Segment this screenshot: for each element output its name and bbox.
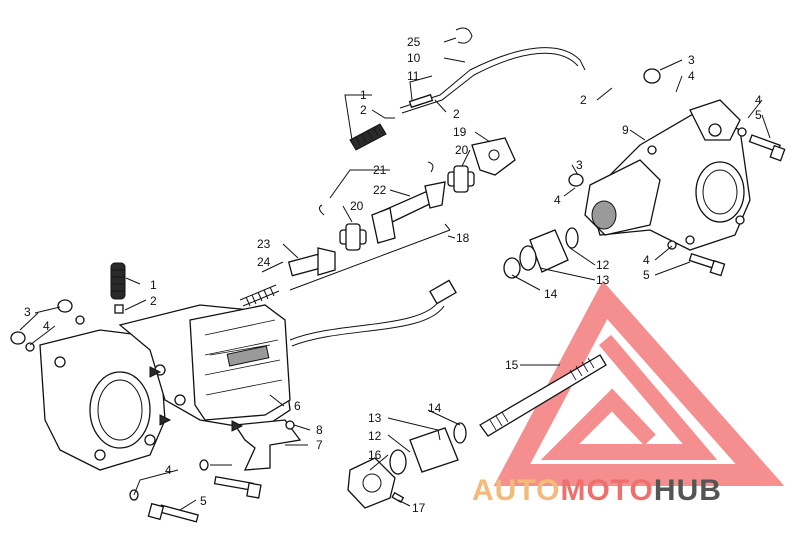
callout-18: 18 <box>456 231 470 245</box>
callout-12-left: 12 <box>368 429 382 443</box>
callout-17: 17 <box>412 501 426 515</box>
callout-4-right-bottom: 4 <box>643 253 650 267</box>
callout-4-left-bottom: 4 <box>165 463 172 477</box>
breather-hose-left <box>110 262 126 314</box>
callout-labels: 1 2 3 4 4 5 6 7 8 1 2 2 2 11 10 25 19 20… <box>24 35 762 515</box>
rear-gearcase-assembly <box>584 99 751 251</box>
callout-14-right: 14 <box>544 287 558 301</box>
callout-16: 16 <box>368 448 382 462</box>
universal-joint-20 <box>339 165 475 251</box>
callout-12-right: 12 <box>596 258 610 272</box>
callout-3-right-mid: 3 <box>576 158 583 172</box>
callout-19: 19 <box>453 125 467 139</box>
snap-rings-21 <box>318 161 434 216</box>
watermark-text: AUTOMOTOHUB <box>472 474 722 507</box>
callout-8: 8 <box>316 423 323 437</box>
callout-2-upper-a: 2 <box>360 103 367 117</box>
callout-3-right-top: 3 <box>688 53 695 67</box>
front-gearcase-assembly <box>39 304 291 471</box>
callout-1-left: 1 <box>150 278 157 292</box>
callout-5-right-top: 5 <box>755 108 762 122</box>
rear-coupler-13 <box>503 227 579 279</box>
callout-9: 9 <box>622 123 629 137</box>
group-bracket-18 <box>289 223 451 291</box>
callout-4-left-top: 4 <box>43 319 50 333</box>
callout-25: 25 <box>407 35 421 49</box>
propshaft-22 <box>371 181 446 244</box>
driveshaft-15 <box>479 354 607 437</box>
callout-13-right: 13 <box>596 273 610 287</box>
watermark-part-hub: HUB <box>654 474 722 507</box>
callout-4-right-bolt: 4 <box>755 93 762 107</box>
clip-25 <box>455 27 473 44</box>
callout-2-left: 2 <box>150 294 157 308</box>
callout-10: 10 <box>407 51 421 65</box>
spring-24 <box>239 284 280 307</box>
callout-11: 11 <box>407 69 420 83</box>
callout-6: 6 <box>294 399 301 413</box>
callout-2-right: 2 <box>580 93 587 107</box>
callout-4-right-top: 4 <box>688 69 695 83</box>
front-coupler-group <box>347 422 467 509</box>
callout-2-upper-b: 2 <box>453 107 460 121</box>
callout-3-left: 3 <box>24 305 31 319</box>
watermark-part-auto: AUTO <box>472 474 560 507</box>
callout-21: 21 <box>373 163 387 177</box>
coupler-23 <box>287 247 336 277</box>
boot-1-upper <box>349 123 387 151</box>
callout-23: 23 <box>257 237 271 251</box>
callout-14-left: 14 <box>428 401 442 415</box>
leader-lines <box>19 37 771 511</box>
bolts-left <box>10 299 262 523</box>
wire-harness <box>289 279 457 347</box>
actuator-bracket <box>231 419 302 471</box>
callout-4-right-mid: 4 <box>554 193 561 207</box>
yoke-19 <box>471 137 516 176</box>
callout-22: 22 <box>373 183 387 197</box>
callout-15: 15 <box>505 358 519 372</box>
callout-1-upper: 1 <box>360 88 367 102</box>
watermark-part-moto: MOTO <box>560 474 653 507</box>
callout-20-lower: 20 <box>350 199 364 213</box>
cable-10 <box>399 47 586 114</box>
callout-13-left: 13 <box>368 411 382 425</box>
callout-20-upper: 20 <box>455 143 469 157</box>
callout-5-right-bottom: 5 <box>643 268 650 282</box>
callout-7: 7 <box>316 438 323 452</box>
callout-5-left: 5 <box>200 494 207 508</box>
callout-24: 24 <box>257 255 271 269</box>
